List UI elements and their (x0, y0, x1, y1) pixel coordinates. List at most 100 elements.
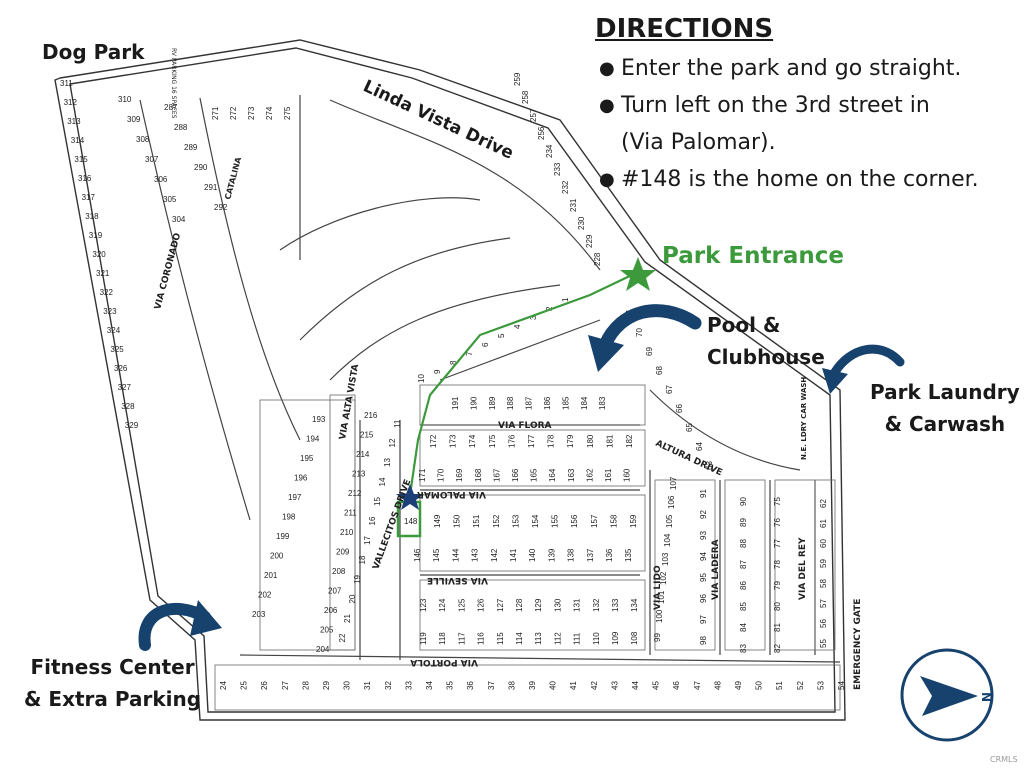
lot-number: 325 (110, 345, 124, 354)
lot-number: 203 (252, 610, 266, 619)
lot-number: 85 (739, 602, 748, 611)
lot-number: 60 (819, 539, 828, 548)
lot-number: 103 (661, 552, 670, 566)
lot-number: 75 (773, 497, 782, 506)
laundry-carwash-label: Park Laundry & Carwash (870, 376, 1020, 440)
lot-number: 288 (174, 123, 188, 132)
direction-step-line: #148 is the home on the corner. (621, 167, 979, 192)
lot-number: 21 (343, 614, 352, 623)
lot-number: 146 (413, 548, 422, 562)
lot-number: 212 (348, 489, 362, 498)
lot-number: 40 (549, 681, 558, 690)
lot-number: 39 (528, 681, 537, 690)
lot-number: 162 (585, 468, 594, 482)
lot-number: 43 (610, 681, 619, 690)
lot-number: 211 (344, 509, 357, 518)
lot-number: 328 (121, 402, 135, 411)
lot-number: 257 (529, 108, 538, 122)
lot-number: 232 (561, 180, 570, 194)
lot-number: 155 (551, 514, 560, 528)
pool-clubhouse-label: Pool & Clubhouse (707, 309, 825, 373)
pool-label-line: Pool & (707, 313, 781, 337)
lot-number: 154 (531, 514, 540, 528)
lot-number: 188 (506, 396, 515, 410)
lot-number: 84 (739, 623, 748, 632)
lot-number: 206 (324, 606, 338, 615)
lot-number: 14 (378, 477, 387, 486)
lot-number: 100 (655, 609, 664, 623)
lot-number: 137 (586, 548, 595, 562)
lot-number: 136 (605, 548, 614, 562)
lot-number: 181 (605, 434, 614, 448)
lot-number: 4 (513, 324, 522, 329)
lot-number: 36 (466, 681, 475, 690)
compass-icon: N (900, 648, 994, 742)
street-via-flora: VIA FLORA (498, 421, 552, 431)
lot-number: 129 (534, 598, 543, 612)
lot-number: 308 (136, 135, 150, 144)
lot-number: 127 (496, 598, 505, 612)
laundry-label-line: & Carwash (884, 412, 1006, 436)
lot-number: 189 (488, 396, 497, 410)
lot-number: 29 (322, 681, 331, 690)
street-via-del-rey: VIA DEL REY (798, 537, 808, 600)
lot-number: 44 (631, 681, 640, 690)
lot-number: 310 (118, 95, 132, 104)
lot-number: 31 (363, 681, 372, 690)
lot-number: 76 (773, 518, 782, 527)
lot-number: 64 (695, 442, 704, 451)
lot-number: 96 (699, 594, 708, 603)
lot-number: 292 (214, 203, 228, 212)
lot-number: 2 (545, 306, 554, 311)
lot-number: 42 (590, 681, 599, 690)
street-via-alta-vista: VIA ALTA VISTA (338, 364, 361, 441)
lot-number: 133 (611, 598, 620, 612)
lot-number: 63 (705, 461, 714, 470)
lot-number: 153 (511, 514, 520, 528)
lot-number: 57 (819, 599, 828, 608)
lot-number: 48 (713, 681, 722, 690)
lot-number: 47 (693, 681, 702, 690)
lot-number: 176 (507, 434, 516, 448)
directions-list: ●Enter the park and go straight. ●Turn l… (593, 50, 1018, 198)
lot-number: 309 (127, 115, 141, 124)
lot-number: 174 (468, 434, 477, 448)
lot-number: 132 (592, 598, 601, 612)
lot-number: 208 (332, 567, 346, 576)
lot-number: 27 (281, 681, 290, 690)
lot-number: 311 (60, 79, 73, 88)
lot-number: 114 (515, 632, 524, 645)
lot-number: 259 (513, 72, 522, 86)
lot-number: 8 (449, 360, 458, 365)
lot-number: 89 (739, 518, 748, 527)
lot-number: 61 (819, 519, 828, 528)
lot-number: 7 (465, 351, 474, 356)
lot-number: 205 (320, 626, 334, 635)
lot-number: 291 (204, 183, 218, 192)
lot-number: 116 (477, 632, 486, 645)
lot-blocks (214, 384, 841, 711)
lot-number: 126 (477, 598, 486, 612)
watermark: CRMLS (990, 755, 1018, 764)
lot-number: 320 (92, 250, 106, 259)
lot-number: 200 (270, 552, 284, 561)
lot-number: 145 (432, 548, 441, 562)
lot-number: 319 (89, 231, 103, 240)
lot-number: 53 (816, 681, 825, 690)
lot-number: 62 (819, 499, 828, 508)
lot-number: 290 (194, 163, 208, 172)
lot-number: 318 (85, 212, 99, 221)
lot-number: 144 (451, 548, 460, 562)
lot-number: 68 (655, 366, 664, 375)
lot-number: 139 (547, 548, 556, 562)
lot-number: 17 (363, 536, 372, 545)
lot-number: 91 (699, 489, 708, 498)
direction-step: ● #148 is the home on the corner. (593, 161, 1018, 198)
lot-number: 143 (471, 548, 480, 562)
lot-number: 156 (570, 514, 579, 528)
bullet-icon: ● (599, 169, 615, 190)
lot-number: 65 (685, 423, 694, 432)
lot-number: 191 (451, 396, 460, 410)
lot-number: 287 (164, 103, 178, 112)
